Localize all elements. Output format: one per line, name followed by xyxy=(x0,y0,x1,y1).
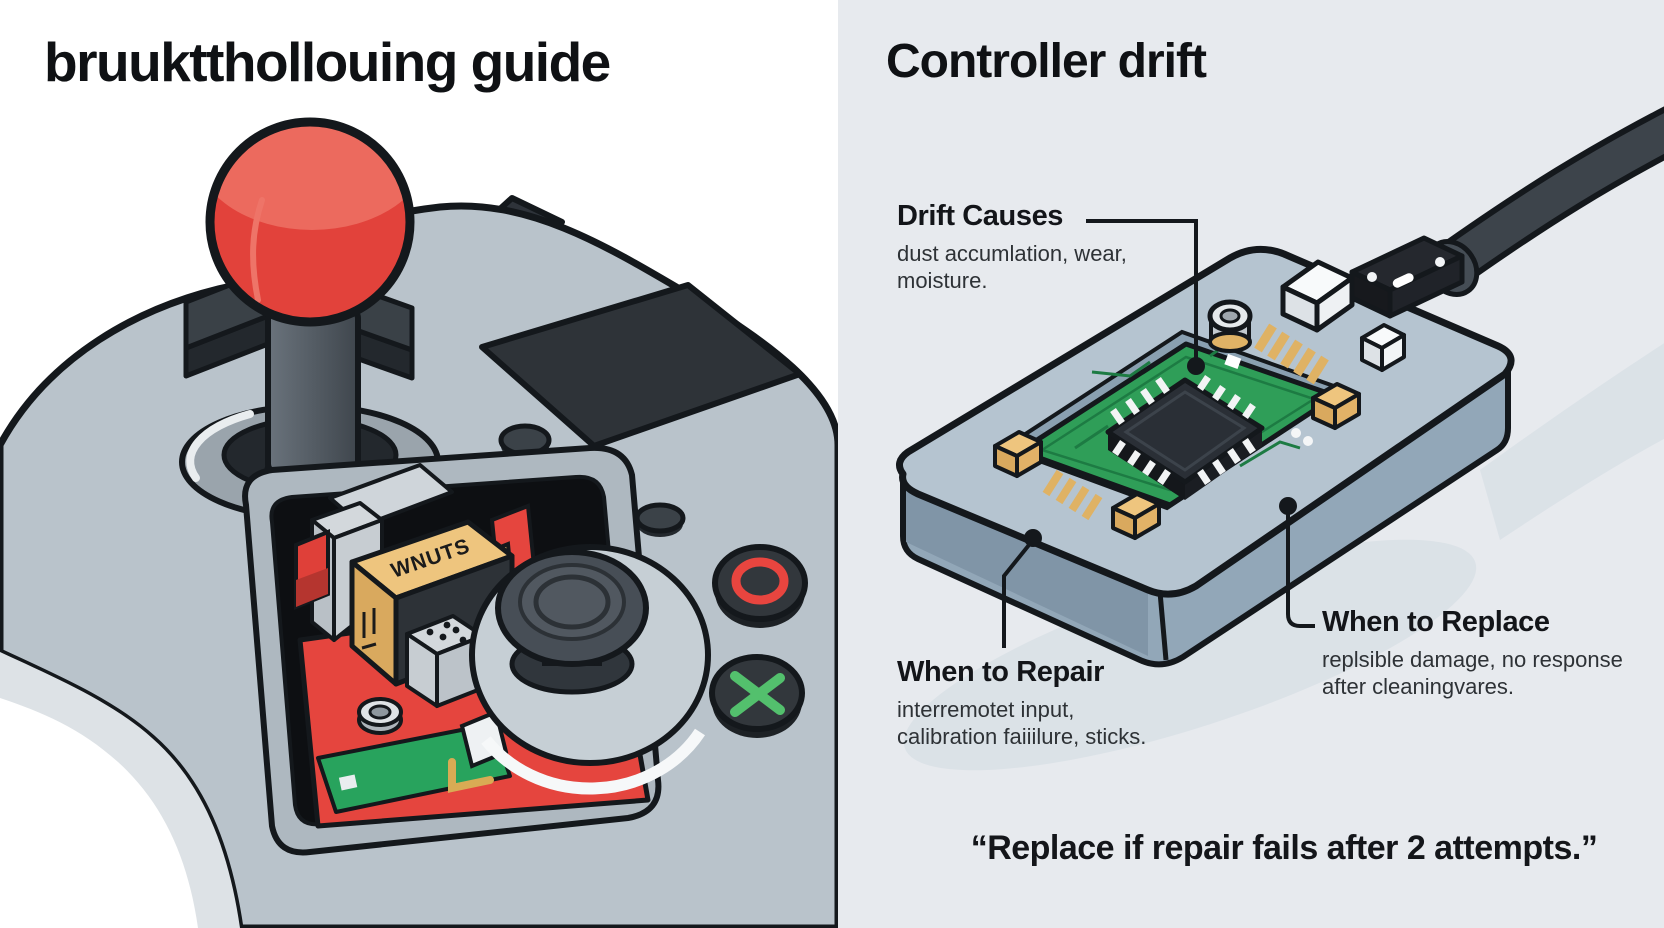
when-to-repair-heading: When to Repair xyxy=(897,656,1105,688)
cable-icon xyxy=(1424,106,1664,292)
callout-when-to-repair: When to Repair interremotet input, calib… xyxy=(897,656,1146,750)
when-to-replace-heading: When to Replace xyxy=(1322,606,1550,638)
module-left-face xyxy=(906,476,1148,656)
callout-drift-causes: Drift Causes dust accumlation, wear, moi… xyxy=(897,200,1127,294)
chip-icon xyxy=(1105,375,1265,500)
screw-washer-icon xyxy=(357,697,403,735)
bottom-quote: “Replace if repair fails after 2 attempt… xyxy=(970,829,1598,867)
when-to-replace-line2: after cleaningvares. xyxy=(1322,674,1514,699)
when-to-repair-line2: calibration faiiilure, sticks. xyxy=(897,724,1147,749)
gold-pin-header-icon xyxy=(1254,323,1329,385)
when-to-repair-connector xyxy=(1002,538,1035,648)
when-to-replace-line1: replsible damage, no response xyxy=(1322,647,1623,672)
drift-causes-connector xyxy=(1086,219,1198,360)
drift-causes-dot xyxy=(1187,357,1205,375)
left-panel-title: bruuktthollouing guide xyxy=(44,31,611,93)
sensor-module xyxy=(896,235,1515,668)
capacitor-icon xyxy=(993,382,1361,540)
drift-causes-heading: Drift Causes xyxy=(897,200,1064,232)
circle-face-button-icon xyxy=(712,544,808,628)
drift-module-illustration xyxy=(896,106,1664,771)
red-component-left-shade xyxy=(296,568,328,607)
drift-causes-line2: moisture. xyxy=(897,268,988,293)
connector-cube-icon xyxy=(405,614,485,708)
connector-dot xyxy=(1367,272,1377,282)
when-to-replace-connector xyxy=(1286,510,1315,628)
when-to-repair-dot xyxy=(1024,529,1042,547)
label-marks xyxy=(361,608,377,650)
callout-when-to-replace: When to Replace replsible damage, no res… xyxy=(1322,606,1623,700)
analog-stick-icon xyxy=(469,544,711,795)
options-button-icon xyxy=(634,502,686,537)
body-edge-highlight xyxy=(0,652,240,928)
potentiometer-icon xyxy=(1207,299,1253,353)
ball-top-icon xyxy=(205,117,415,327)
callout-lines xyxy=(1002,219,1315,648)
callout-dots xyxy=(1024,357,1297,547)
touchpad-icon xyxy=(479,282,803,449)
connector-slot xyxy=(1392,273,1414,288)
cross-face-button-icon xyxy=(709,654,805,738)
drift-causes-line1: dust accumlation, wear, xyxy=(897,241,1127,266)
joystick-controller-cutaway-illustration: WNUTS xyxy=(0,117,838,928)
connector-dot xyxy=(1435,257,1445,267)
pcb-strip-icon xyxy=(316,722,512,814)
when-to-replace-dot xyxy=(1279,497,1297,515)
black-connector-icon xyxy=(1349,235,1465,319)
white-block-icon xyxy=(1280,259,1355,333)
connector-dots xyxy=(426,621,467,644)
right-panel-title: Controller drift xyxy=(886,35,1207,88)
gold-pads-icon xyxy=(1042,469,1103,521)
white-cube-icon xyxy=(1360,323,1406,372)
when-to-repair-line1: interremotet input, xyxy=(897,697,1075,722)
